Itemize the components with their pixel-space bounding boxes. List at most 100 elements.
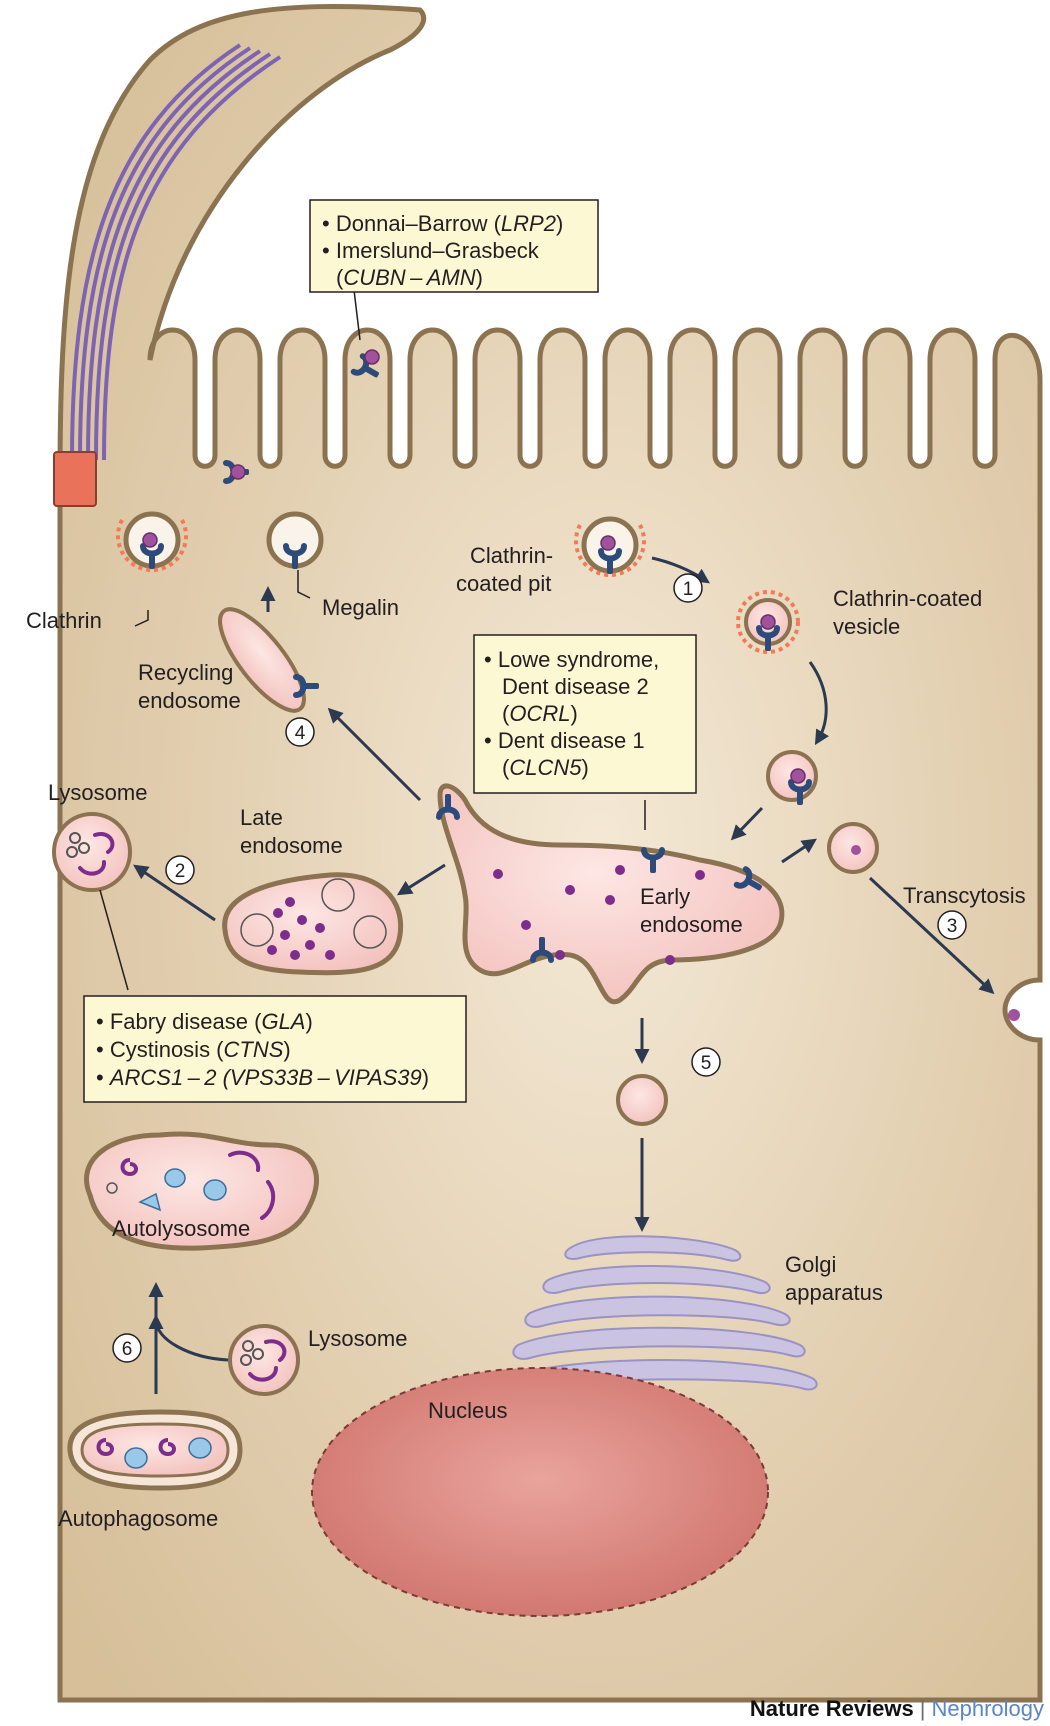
label-leaders: [99, 289, 646, 991]
label-lysosome-top: Lysosome: [48, 780, 147, 805]
callout-apical: • Donnai–Barrow (LRP2) • Imerslund–Grasb…: [309, 199, 599, 293]
label-clathrin: Clathrin: [26, 608, 102, 633]
svg-text:4: 4: [295, 723, 306, 744]
label-recycling-endosome-1: Recycling: [138, 660, 233, 685]
apical-line-1-bullet: •: [322, 211, 336, 236]
lys-line-2-bullet: •: [96, 1037, 110, 1062]
ee-line-3-italic: OCRL: [509, 701, 570, 726]
apical-line-2-bullet: •: [322, 238, 336, 263]
label-golgi-2: apparatus: [785, 1280, 883, 1305]
ee-line-3-text: (: [502, 701, 510, 726]
label-late-endosome-2: endosome: [240, 833, 343, 858]
lys-line-3-tail: ): [422, 1065, 429, 1090]
apical-line-3-text: (: [336, 265, 344, 290]
lys-line-3: • ARCS1 – 2 (VPS33B – VIPAS39): [96, 1065, 429, 1090]
nucleus: [311, 1367, 769, 1617]
lys-line-1-bullet: •: [96, 1009, 110, 1034]
clathrin-coated-vesicle: [736, 590, 800, 654]
step-2: 2: [165, 855, 195, 885]
step-1: 1: [673, 573, 703, 603]
uncoated-vesicle: [766, 750, 818, 805]
late-endosome: [222, 872, 404, 976]
label-autolysosome: Autolysosome: [112, 1216, 250, 1241]
golgi-bound-vesicle: [616, 1074, 668, 1126]
lys-line-2-tail: ): [283, 1037, 290, 1062]
label-golgi-1: Golgi: [785, 1252, 836, 1277]
journal-credit: Nature Reviews|Nephrology: [750, 1696, 1044, 1721]
lysosome-bottom: [228, 1324, 300, 1396]
clathrin-pit-left: [116, 511, 188, 570]
cilium-fibres: [70, 43, 282, 461]
ee-line-1-text: Lowe syndrome,: [498, 647, 659, 672]
label-early-endosome-2: endosome: [640, 912, 743, 937]
ee-line-1: • Lowe syndrome,: [484, 647, 659, 672]
lys-line-1-tail: ): [305, 1009, 312, 1034]
label-megalin: Megalin: [322, 595, 399, 620]
ee-line-3-tail: ): [570, 701, 577, 726]
label-early-endosome-1: Early: [640, 884, 690, 909]
ee-line-5-italic: CLCN5: [509, 755, 582, 780]
apical-line-1-tail: ): [556, 211, 563, 236]
apical-line-2-text: Imerslund–Grasbeck: [336, 238, 540, 263]
lys-line-2-italic: CTNS: [224, 1037, 284, 1062]
callout-lysosome: • Fabry disease (GLA) • Cystinosis (CTNS…: [83, 995, 467, 1103]
label-late-endosome-1: Late: [240, 805, 283, 830]
ee-line-4-text: Dent disease 1: [498, 728, 645, 753]
early-endosome: [439, 783, 785, 1005]
apical-line-1: • Donnai–Barrow (LRP2): [322, 211, 563, 236]
label-clathrin-coated-vesicle-2: vesicle: [833, 614, 900, 639]
lys-line-3-italic: ARCS1 – 2 (VPS33B – VIPAS39: [108, 1065, 422, 1090]
label-clathrin-coated-pit-1: Clathrin-: [470, 543, 553, 568]
clathrin-coated-pit: [574, 516, 646, 575]
lys-line-2-text: Cystinosis (: [110, 1037, 224, 1062]
ee-line-5-text: (: [502, 755, 510, 780]
ee-line-5: (CLCN5): [502, 755, 589, 780]
svg-text:5: 5: [701, 1053, 712, 1074]
lys-line-2: • Cystinosis (CTNS): [96, 1037, 291, 1062]
lysosome-top: [52, 812, 132, 892]
step-6: 6: [112, 1333, 142, 1363]
apical-line-1-italic: LRP2: [501, 211, 556, 236]
apical-line-2: • Imerslund–Grasbeck: [322, 238, 540, 263]
transcytosis-release-ligand: [1008, 1009, 1020, 1021]
ee-line-5-tail: ): [581, 755, 588, 780]
ee-line-1-bullet: •: [484, 647, 498, 672]
step-4: 4: [285, 717, 315, 747]
megalin-pit: [266, 511, 324, 569]
apical-line-1-text: Donnai–Barrow (: [336, 211, 502, 236]
golgi-apparatus: [504, 1235, 818, 1393]
step-5: 5: [691, 1047, 721, 1077]
apical-line-3: (CUBN – AMN): [336, 265, 483, 290]
pathway-arrows: [133, 556, 995, 1394]
autolysosome: [84, 1131, 319, 1251]
label-transcytosis: Transcytosis: [903, 883, 1026, 908]
label-nucleus: Nucleus: [428, 1398, 507, 1423]
autophagosome: [67, 1409, 243, 1491]
apical-line-3-tail: ): [476, 265, 483, 290]
callout-early-endosome: • Lowe syndrome, Dent disease 2 (OCRL) •…: [473, 634, 697, 794]
step-markers: 1 2 3 4 5 6: [112, 573, 967, 1363]
label-clathrin-coated-vesicle-1: Clathrin-coated: [833, 586, 982, 611]
transcytosis-vesicle: [827, 822, 879, 874]
credit-separator: |: [920, 1696, 926, 1721]
recycling-endosome: [218, 607, 319, 713]
label-recycling-endosome-2: endosome: [138, 688, 241, 713]
ee-line-3: (OCRL): [502, 701, 578, 726]
lys-line-1-italic: GLA: [261, 1009, 305, 1034]
lys-line-3-bullet: •: [96, 1065, 110, 1090]
ee-line-4-bullet: •: [484, 728, 498, 753]
label-lysosome-bottom: Lysosome: [308, 1326, 407, 1351]
svg-text:1: 1: [683, 579, 694, 600]
apical-line-3-italic: CUBN – AMN: [343, 265, 475, 290]
basal-body: [53, 451, 97, 507]
credit-section: Nephrology: [931, 1696, 1044, 1721]
lys-line-1-text: Fabry disease (: [110, 1009, 262, 1034]
svg-text:3: 3: [947, 916, 958, 937]
step-3: 3: [937, 910, 967, 940]
label-clathrin-coated-pit-2: coated pit: [456, 571, 551, 596]
svg-text:2: 2: [175, 861, 186, 882]
svg-text:6: 6: [122, 1339, 133, 1360]
ee-line-2: Dent disease 2: [502, 674, 649, 699]
ee-line-4: • Dent disease 1: [484, 728, 645, 753]
